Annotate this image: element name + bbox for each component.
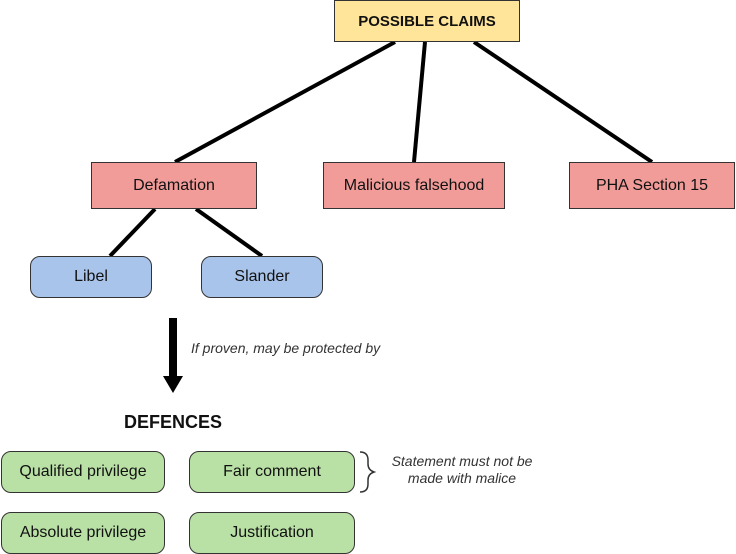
down-arrow (163, 318, 183, 393)
malicious-falsehood-label: Malicious falsehood (343, 176, 485, 194)
defences-heading: DEFENCES (124, 412, 223, 432)
absolute-privilege-node: Absolute privilege (1, 512, 165, 554)
justification-node: Justification (189, 512, 355, 554)
qualified-privilege-node: Qualified privilege (1, 451, 165, 493)
pha-section-15-label: PHA Section 15 (595, 176, 709, 194)
possible-claims-node: POSSIBLE CLAIMS (334, 0, 520, 42)
malice-note: Statement must not be made with malice (380, 453, 544, 487)
defamation-label: Defamation (133, 176, 215, 194)
libel-label: Libel (74, 268, 108, 285)
edge-root-pha (472, 40, 654, 164)
malice-note-line-2: made with malice (407, 470, 517, 486)
slander-node: Slander (201, 256, 323, 298)
edge-root-defamation (174, 40, 396, 164)
edge-defamation-slander (194, 207, 264, 258)
possible-claims-label: POSSIBLE CLAIMS (358, 12, 496, 30)
malicious-falsehood-node: Malicious falsehood (323, 162, 505, 209)
libel-node: Libel (30, 256, 152, 298)
defamation-node: Defamation (91, 162, 257, 209)
justification-label: Justification (230, 524, 314, 541)
fair-comment-label: Fair comment (223, 463, 321, 480)
qualified-privilege-label: Qualified privilege (19, 463, 147, 480)
edge-defamation-libel (108, 207, 157, 258)
curly-brace (359, 451, 377, 493)
fair-comment-node: Fair comment (189, 451, 355, 493)
edge-root-malicious-falsehood (412, 41, 427, 163)
absolute-privilege-label: Absolute privilege (19, 524, 147, 541)
arrow-annotation: If proven, may be protected by (191, 340, 381, 356)
malice-note-line-1: Statement must not be (391, 453, 533, 469)
slander-label: Slander (234, 268, 290, 285)
pha-section-15-node: PHA Section 15 (569, 162, 735, 209)
